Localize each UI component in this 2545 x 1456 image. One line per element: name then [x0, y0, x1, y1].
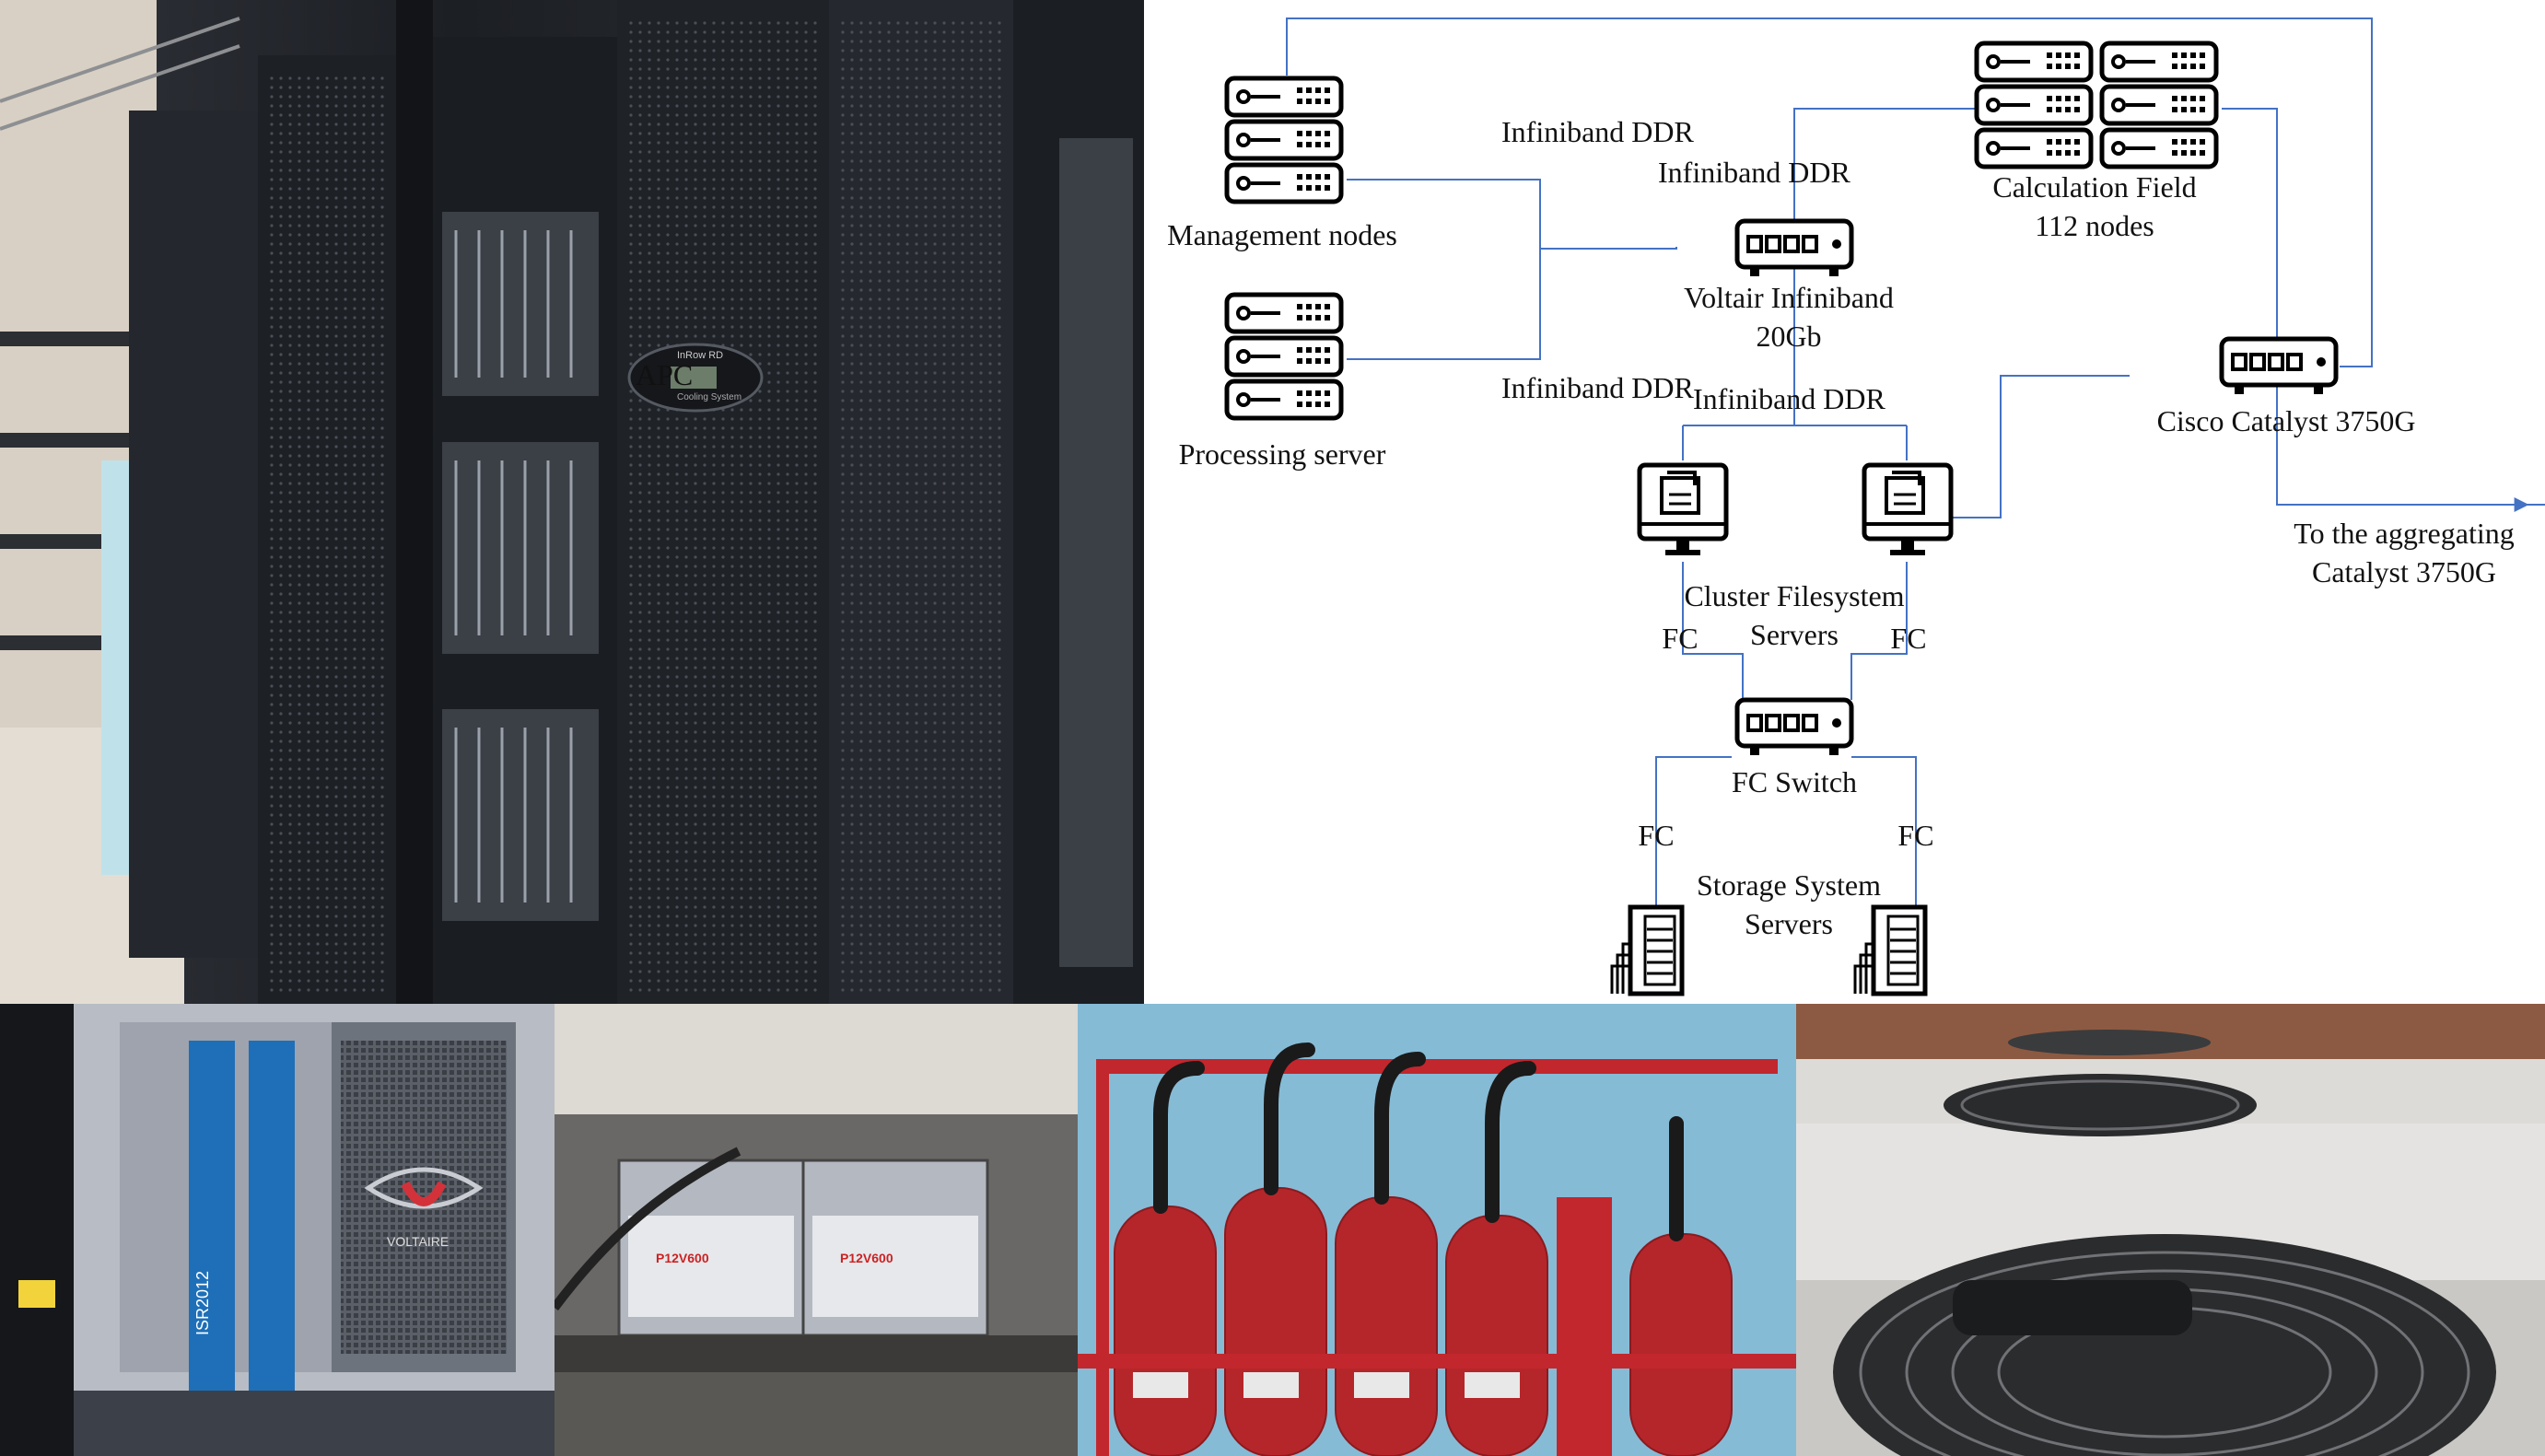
storage-label-line2: Servers	[1745, 907, 1833, 940]
storage-label-line1: Storage System	[1697, 868, 1881, 902]
cluster-fs-label-line1: Cluster Filesystem	[1684, 579, 1904, 612]
battery-model-1: P12V600	[656, 1251, 709, 1265]
cisco-switch-icon	[2222, 339, 2336, 394]
cluster-fs-server-right-icon	[1864, 465, 1951, 555]
calculation-field-icon-1	[1977, 43, 2091, 167]
aggregating-label-line1: To the aggregating	[2294, 517, 2514, 550]
processing-server-label: Processing server	[1179, 437, 1386, 471]
infiniband-switch-photo: VOLTAIRE ISR2012	[0, 1004, 555, 1456]
management-nodes-icon	[1227, 78, 1341, 202]
fc-switch-label: FC Switch	[1732, 765, 1857, 798]
cisco-label: Cisco Catalyst 3750G	[2157, 404, 2416, 437]
aggregating-label-line2: Catalyst 3750G	[2312, 555, 2496, 588]
calculation-field-icon-2	[2102, 43, 2216, 167]
voltair-label-line2: 20Gb	[1756, 320, 1821, 353]
voltair-label-line1: Voltair Infiniband	[1684, 281, 1894, 314]
management-nodes-label: Management nodes	[1167, 218, 1397, 251]
server-room-drawing: APC	[0, 0, 1144, 1004]
infiniband-ddr-bottom-label: Infiniband DDR	[1501, 371, 1695, 404]
battery-model-2: P12V600	[840, 1251, 893, 1265]
calc-field-label-line1: Calculation Field	[1992, 170, 2196, 204]
svg-text:APC: APC	[636, 358, 693, 391]
processing-server-icon	[1227, 295, 1341, 418]
fire-suppression-photo	[1078, 1004, 1796, 1456]
connector-lines	[1286, 17, 2545, 907]
fc-switch-icon	[1737, 700, 1851, 755]
fc-bottom-right-label: FC	[1897, 819, 1933, 852]
apc-label: InRow RD	[677, 350, 724, 361]
infiniband-ddr-lower-label: Infiniband DDR	[1693, 382, 1886, 415]
storage-server-left-icon	[1612, 907, 1682, 994]
switch-model-text: ISR2012	[193, 1270, 212, 1335]
voltair-switch-icon	[1737, 221, 1851, 276]
infiniband-ddr-top-label: Infiniband DDR	[1501, 115, 1695, 148]
fc-bottom-left-label: FC	[1638, 819, 1674, 852]
cooling-fans-photo	[1796, 1004, 2545, 1456]
diagram-canvas: Management nodes Processing server Infin…	[1167, 17, 2545, 1004]
network-diagram: Management nodes Processing server Infin…	[1144, 0, 2545, 1004]
cluster-fs-label-line2: Servers	[1750, 618, 1839, 651]
calc-field-label-line2: 112 nodes	[2035, 209, 2154, 242]
cluster-fs-server-left-icon	[1640, 465, 1726, 555]
fc-left-label: FC	[1662, 622, 1698, 655]
storage-server-right-icon	[1855, 907, 1925, 994]
infiniband-ddr-center-label: Infiniband DDR	[1658, 156, 1851, 189]
apc-sublabel: Cooling System	[677, 392, 742, 402]
fc-right-label: FC	[1890, 622, 1926, 655]
server-room-photo: APC InRow RD Cooling System	[0, 0, 1144, 1004]
switch-brand-text: VOLTAIRE	[387, 1234, 449, 1249]
battery-photo: P12V600 P12V600	[555, 1004, 1078, 1456]
